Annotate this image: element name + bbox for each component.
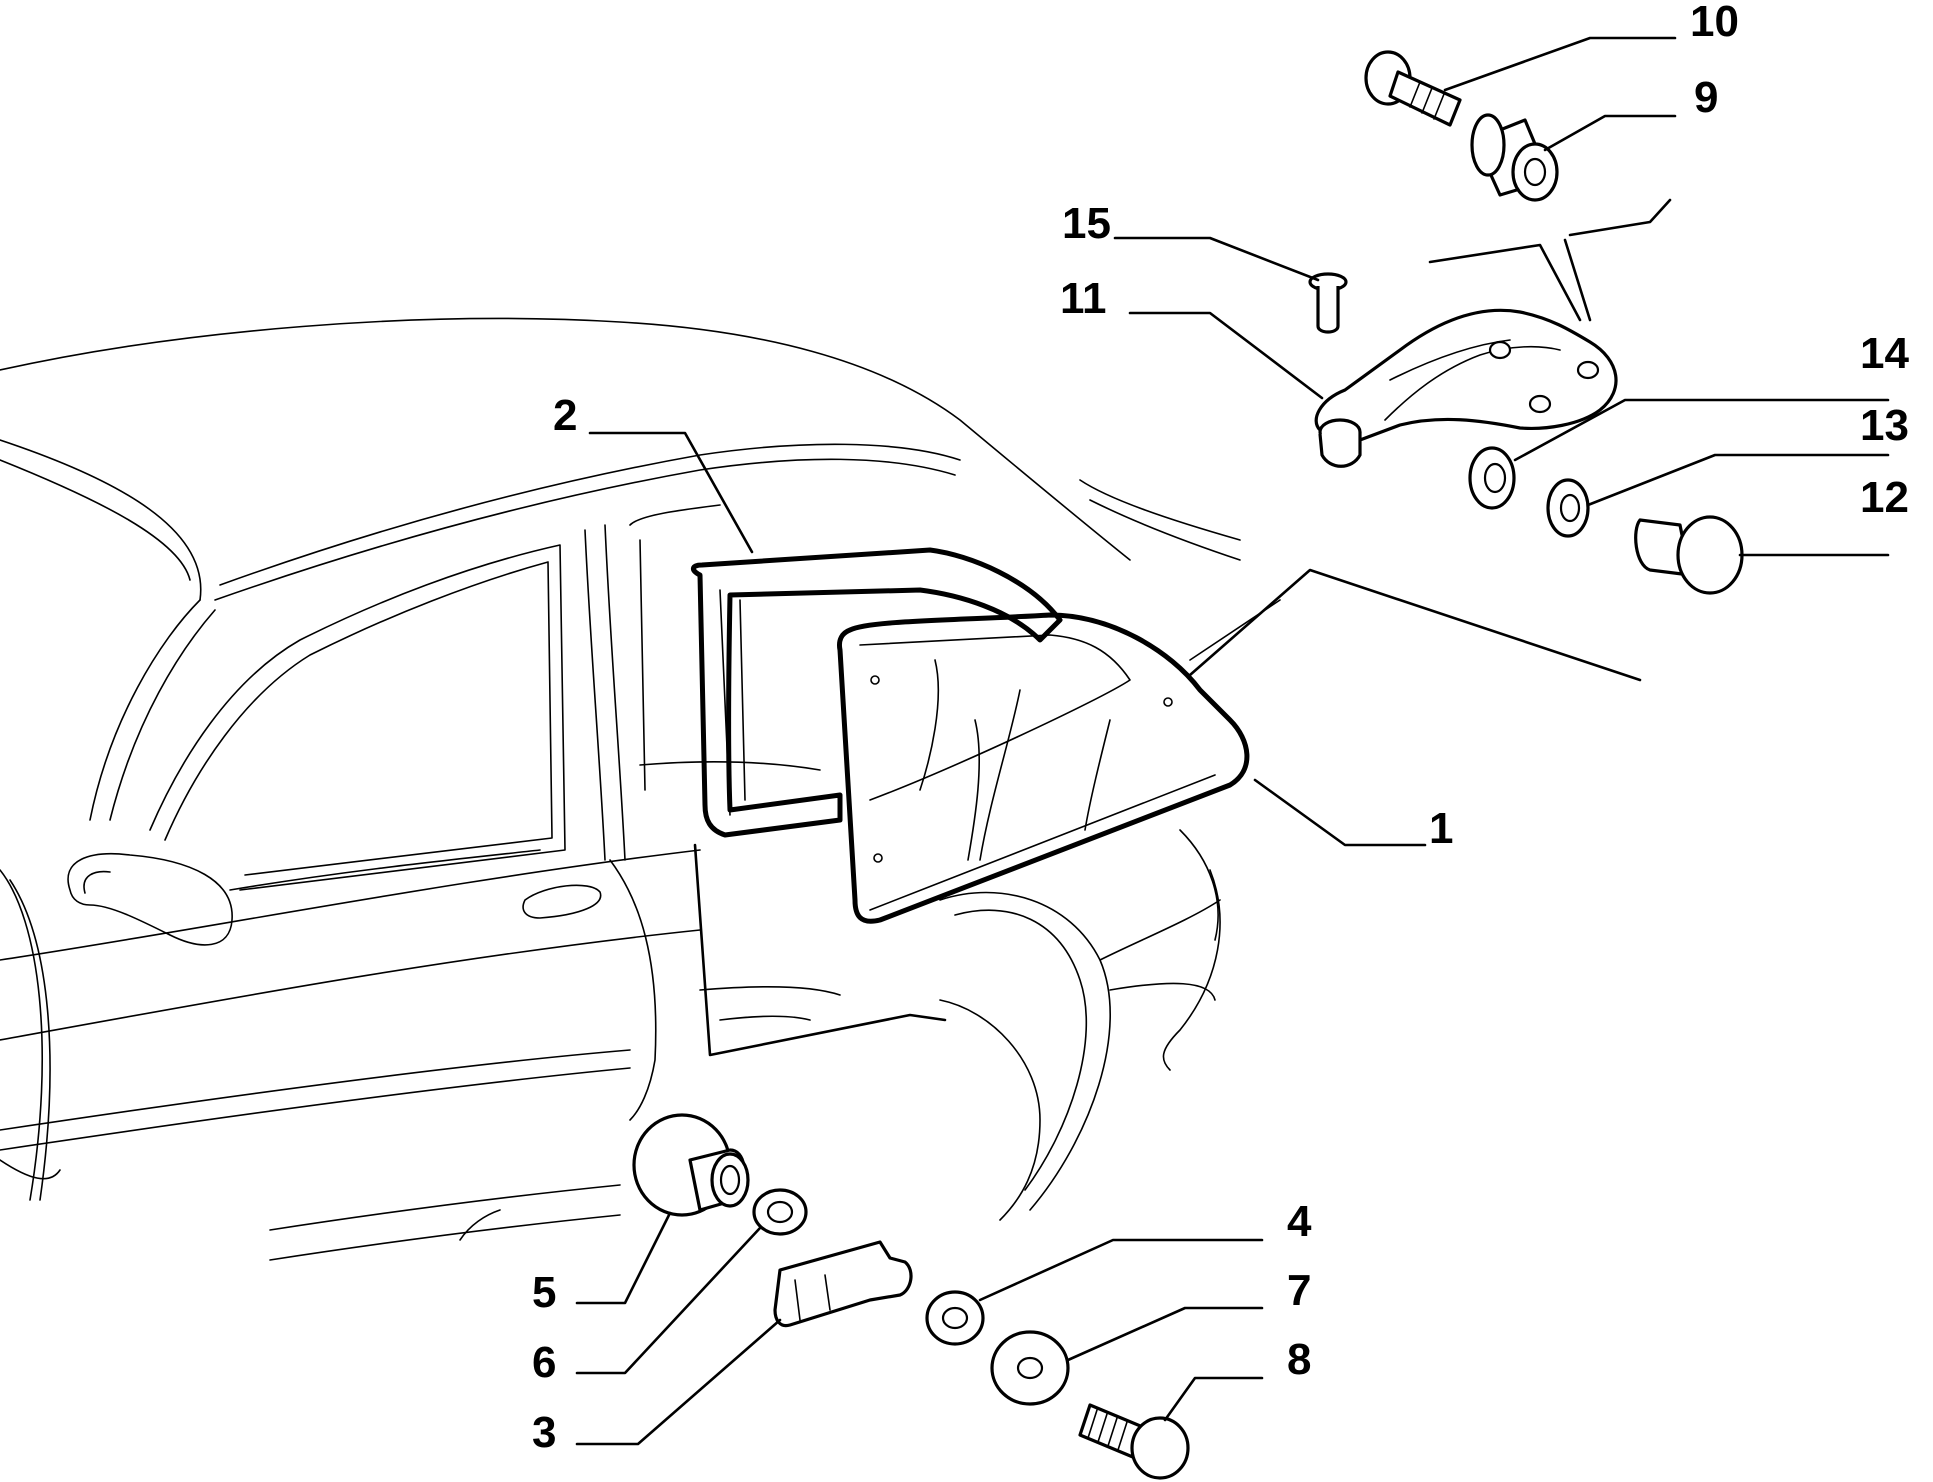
callout-9: 9 <box>1694 73 1718 122</box>
leader-11 <box>1128 311 1324 400</box>
part-7-washer <box>990 1330 1070 1406</box>
leader-4 <box>978 1238 1264 1302</box>
leader-9 <box>1543 114 1677 152</box>
callout-11: 11 <box>1060 274 1107 323</box>
callout-2: 2 <box>553 391 577 440</box>
part-6-washer <box>752 1188 808 1236</box>
leader-14 <box>1513 398 1890 462</box>
part-10-bolt <box>1364 50 1462 127</box>
hinge-bracket-lines <box>1428 243 1582 322</box>
leader-5 <box>575 1211 672 1305</box>
part-5-grommet <box>632 1113 750 1217</box>
leader-1 <box>1253 778 1427 847</box>
part-14-washer <box>1468 446 1516 510</box>
part-12-plug <box>1634 515 1744 595</box>
part-3-clip <box>773 1240 913 1328</box>
callout-6: 6 <box>532 1338 556 1387</box>
leader-10 <box>1443 36 1677 92</box>
part-11-hinge <box>1314 308 1618 468</box>
part-4-washer <box>925 1290 985 1346</box>
callout-12: 12 <box>1860 473 1909 522</box>
part-9-nut <box>1470 113 1559 202</box>
part-13-washer <box>1546 478 1590 538</box>
hinge-bracket-lines-2 <box>1568 198 1672 237</box>
leader-3 <box>575 1318 782 1446</box>
part-8-bolt <box>1078 1403 1190 1480</box>
callout-1: 1 <box>1429 804 1453 853</box>
leader-13 <box>1586 453 1890 507</box>
door-notch-outline <box>693 843 947 1057</box>
leader-6 <box>575 1226 762 1375</box>
leader-7 <box>1066 1306 1264 1362</box>
callout-10: 10 <box>1690 0 1739 46</box>
callout-labels: 1 2 3 4 5 6 7 8 9 10 11 12 13 14 15 <box>532 0 1909 1457</box>
callout-8: 8 <box>1287 1335 1311 1384</box>
callout-7: 7 <box>1287 1266 1311 1315</box>
car-body-outline <box>0 317 1241 1261</box>
hinge-bracket-lines-3 <box>1563 238 1592 322</box>
leader-lines <box>575 36 1890 1446</box>
leader-15 <box>1113 236 1320 282</box>
callout-13: 13 <box>1860 401 1909 450</box>
callout-15: 15 <box>1062 199 1111 248</box>
quarter-glass-1 <box>837 568 1642 924</box>
leader-8 <box>1163 1376 1264 1422</box>
callout-5: 5 <box>532 1268 556 1317</box>
leader-2 <box>588 431 754 554</box>
quarter-glass-frame-2 <box>691 547 1063 838</box>
callout-3: 3 <box>532 1408 556 1457</box>
callout-14: 14 <box>1860 329 1909 378</box>
part-15-pin <box>1308 272 1348 334</box>
callout-4: 4 <box>1287 1197 1312 1246</box>
